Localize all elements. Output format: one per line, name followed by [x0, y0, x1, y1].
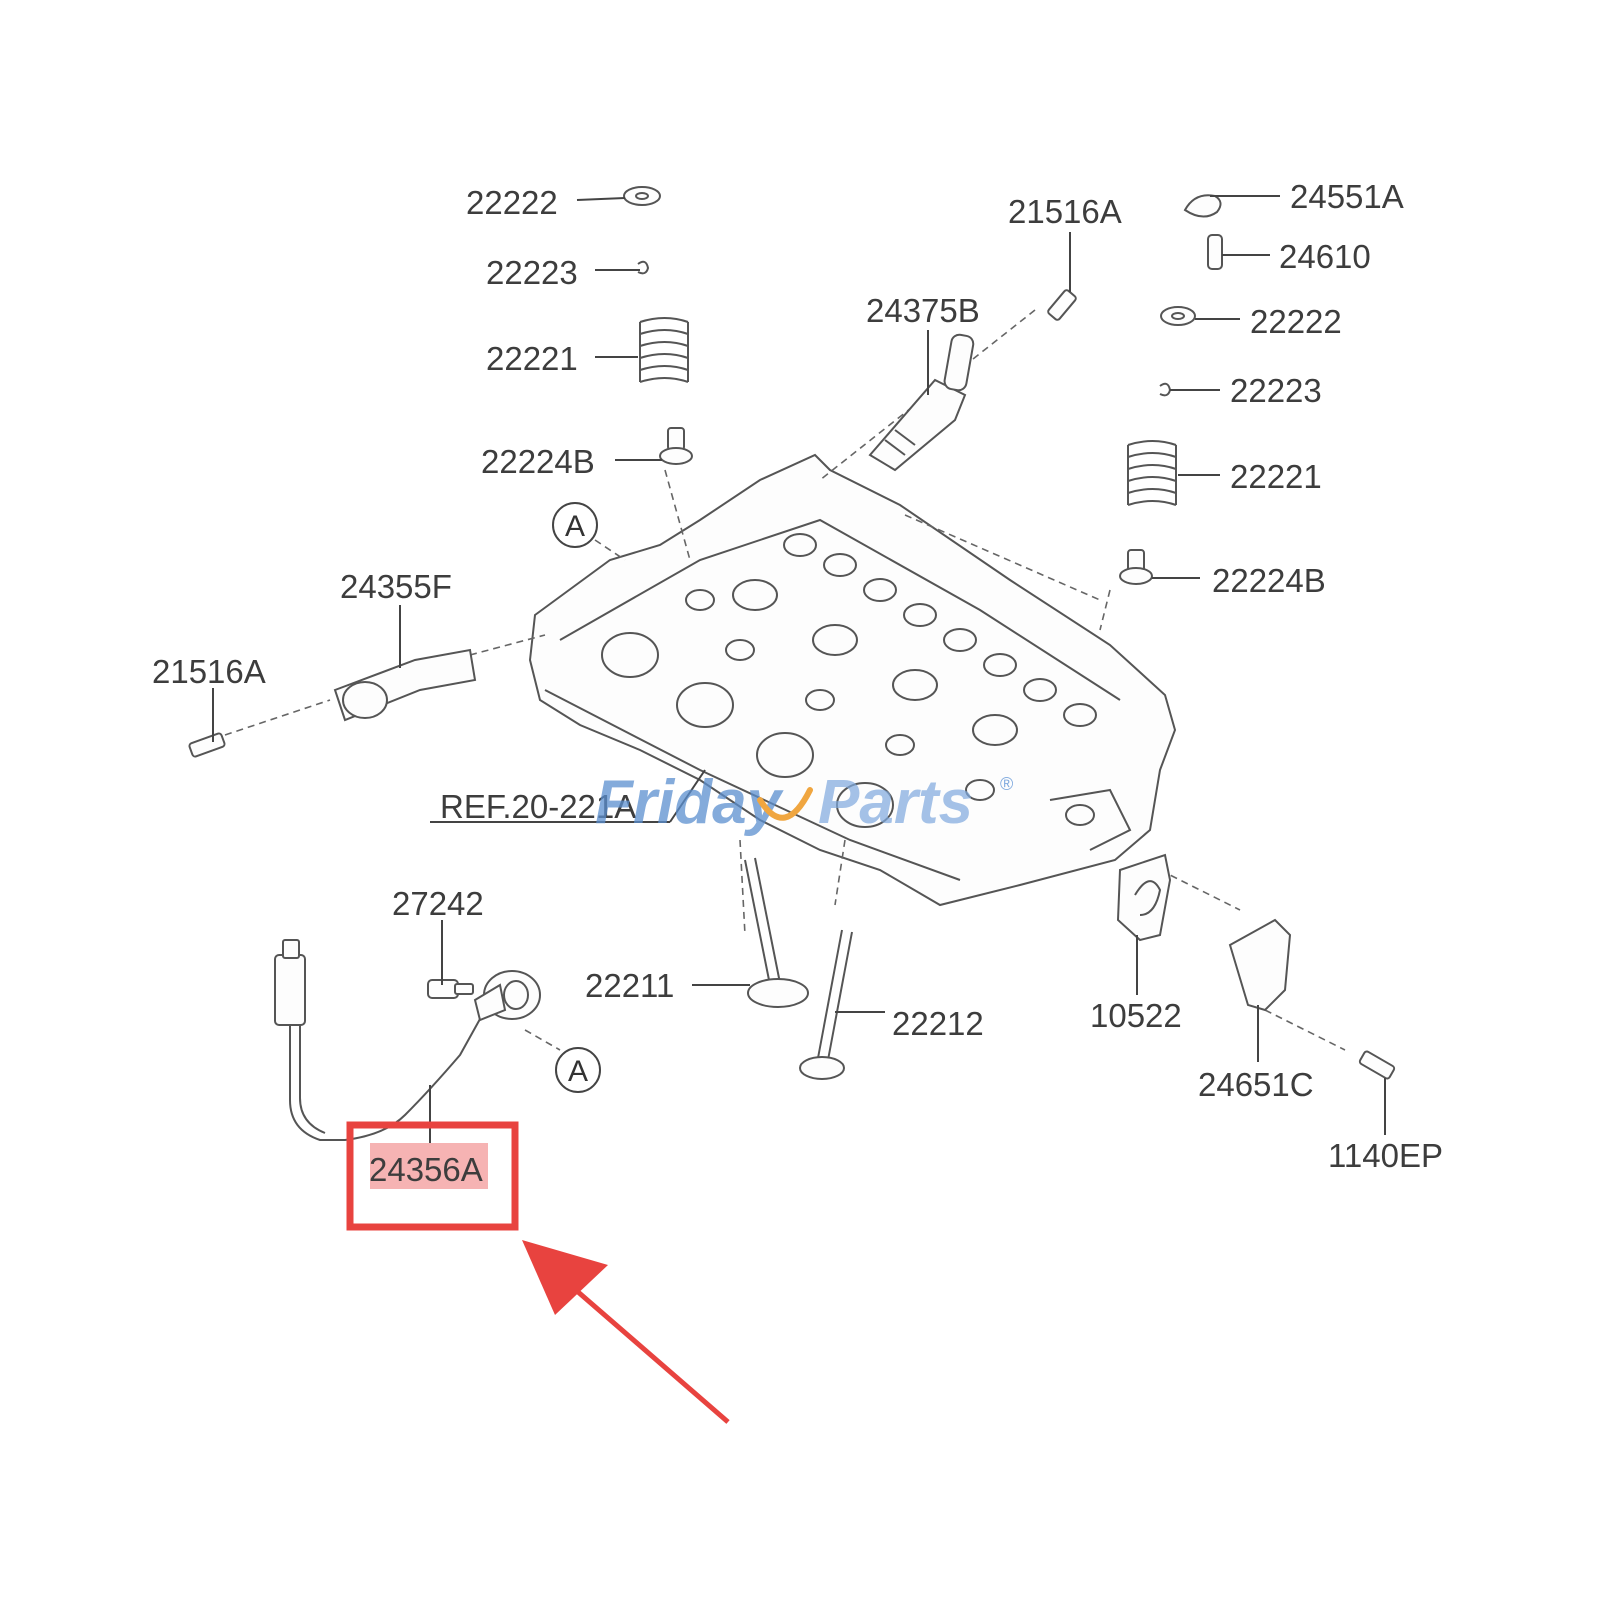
label-22211: 22211 — [585, 967, 674, 1004]
highlight-fill — [370, 1143, 488, 1189]
cam-position-sensor-24356A — [274, 939, 541, 1141]
pointer-arrow-icon — [522, 1240, 730, 1424]
bolt-27242 — [427, 979, 474, 999]
label-24551A: 24551A — [1290, 178, 1404, 215]
seal-22224B-top — [659, 427, 693, 465]
label-21516A-left: 21516A — [152, 653, 266, 690]
svg-text:A: A — [568, 1055, 588, 1088]
label-24375B: 24375B — [866, 292, 980, 329]
oil-control-valve-24355F — [333, 648, 477, 722]
callout-a-top: A — [552, 502, 598, 548]
label-27242: 27242 — [392, 885, 484, 922]
part-labels: 22222 22223 22221 22224B 21516A 24375B 2… — [152, 178, 1443, 1174]
label-21516A-top: 21516A — [1008, 193, 1122, 230]
label-22212: 22212 — [892, 1005, 984, 1042]
registered-mark: ® — [1000, 774, 1013, 794]
label-22222-right: 22222 — [1250, 303, 1342, 340]
label-24651C: 24651C — [1198, 1066, 1314, 1103]
retainer-22222-right — [1160, 306, 1196, 326]
svg-text:A: A — [565, 510, 585, 543]
watermark-logo: Friday Parts ® — [595, 768, 1013, 837]
label-22224B-right: 22224B — [1212, 562, 1326, 599]
part-24610 — [1207, 234, 1223, 270]
label-ref-20-221A: REF.20-221A — [440, 788, 636, 825]
cover-24651C — [1228, 918, 1292, 1012]
label-22222-top: 22222 — [466, 184, 558, 221]
bolt-1140EP — [1358, 1050, 1396, 1080]
part-24551A — [1183, 194, 1222, 218]
label-22221-top: 22221 — [486, 340, 578, 377]
label-24356A: 24356A — [369, 1151, 483, 1188]
highlight-box — [346, 1121, 519, 1231]
seal-22224B-right — [1119, 549, 1153, 585]
label-1140EP: 1140EP — [1328, 1137, 1443, 1174]
highlight-callout: 24356A — [346, 1121, 519, 1231]
gasket-10522 — [1116, 853, 1172, 942]
valve-22212 — [799, 929, 853, 1080]
leader-lines — [212, 195, 1386, 1143]
label-24610: 24610 — [1279, 238, 1371, 275]
label-24355F: 24355F — [340, 568, 452, 605]
label-22224B-top: 22224B — [481, 443, 595, 480]
oil-control-valve-24375B — [868, 333, 975, 472]
valve-seats — [685, 533, 1097, 801]
spring-22221-top — [639, 317, 689, 383]
label-22223-right: 22223 — [1230, 372, 1322, 409]
keeper-22223-right — [1159, 382, 1172, 397]
watermark-swoosh-icon — [757, 787, 813, 821]
cylinder-head — [528, 453, 1177, 907]
label-10522: 10522 — [1090, 997, 1182, 1034]
spring-22221-right — [1127, 440, 1177, 506]
valve-22211 — [744, 857, 809, 1008]
callout-a-bottom: A — [555, 1047, 601, 1093]
retainer-22222-top — [623, 186, 661, 206]
bolt-21516A-top — [1047, 289, 1077, 321]
keeper-22223-top — [637, 260, 650, 275]
watermark-text-friday: Friday — [595, 768, 785, 837]
watermark-text-parts: Parts — [818, 768, 973, 837]
label-22221-right: 22221 — [1230, 458, 1322, 495]
bolt-21516A-left — [188, 732, 226, 758]
label-22223-top: 22223 — [486, 254, 578, 291]
